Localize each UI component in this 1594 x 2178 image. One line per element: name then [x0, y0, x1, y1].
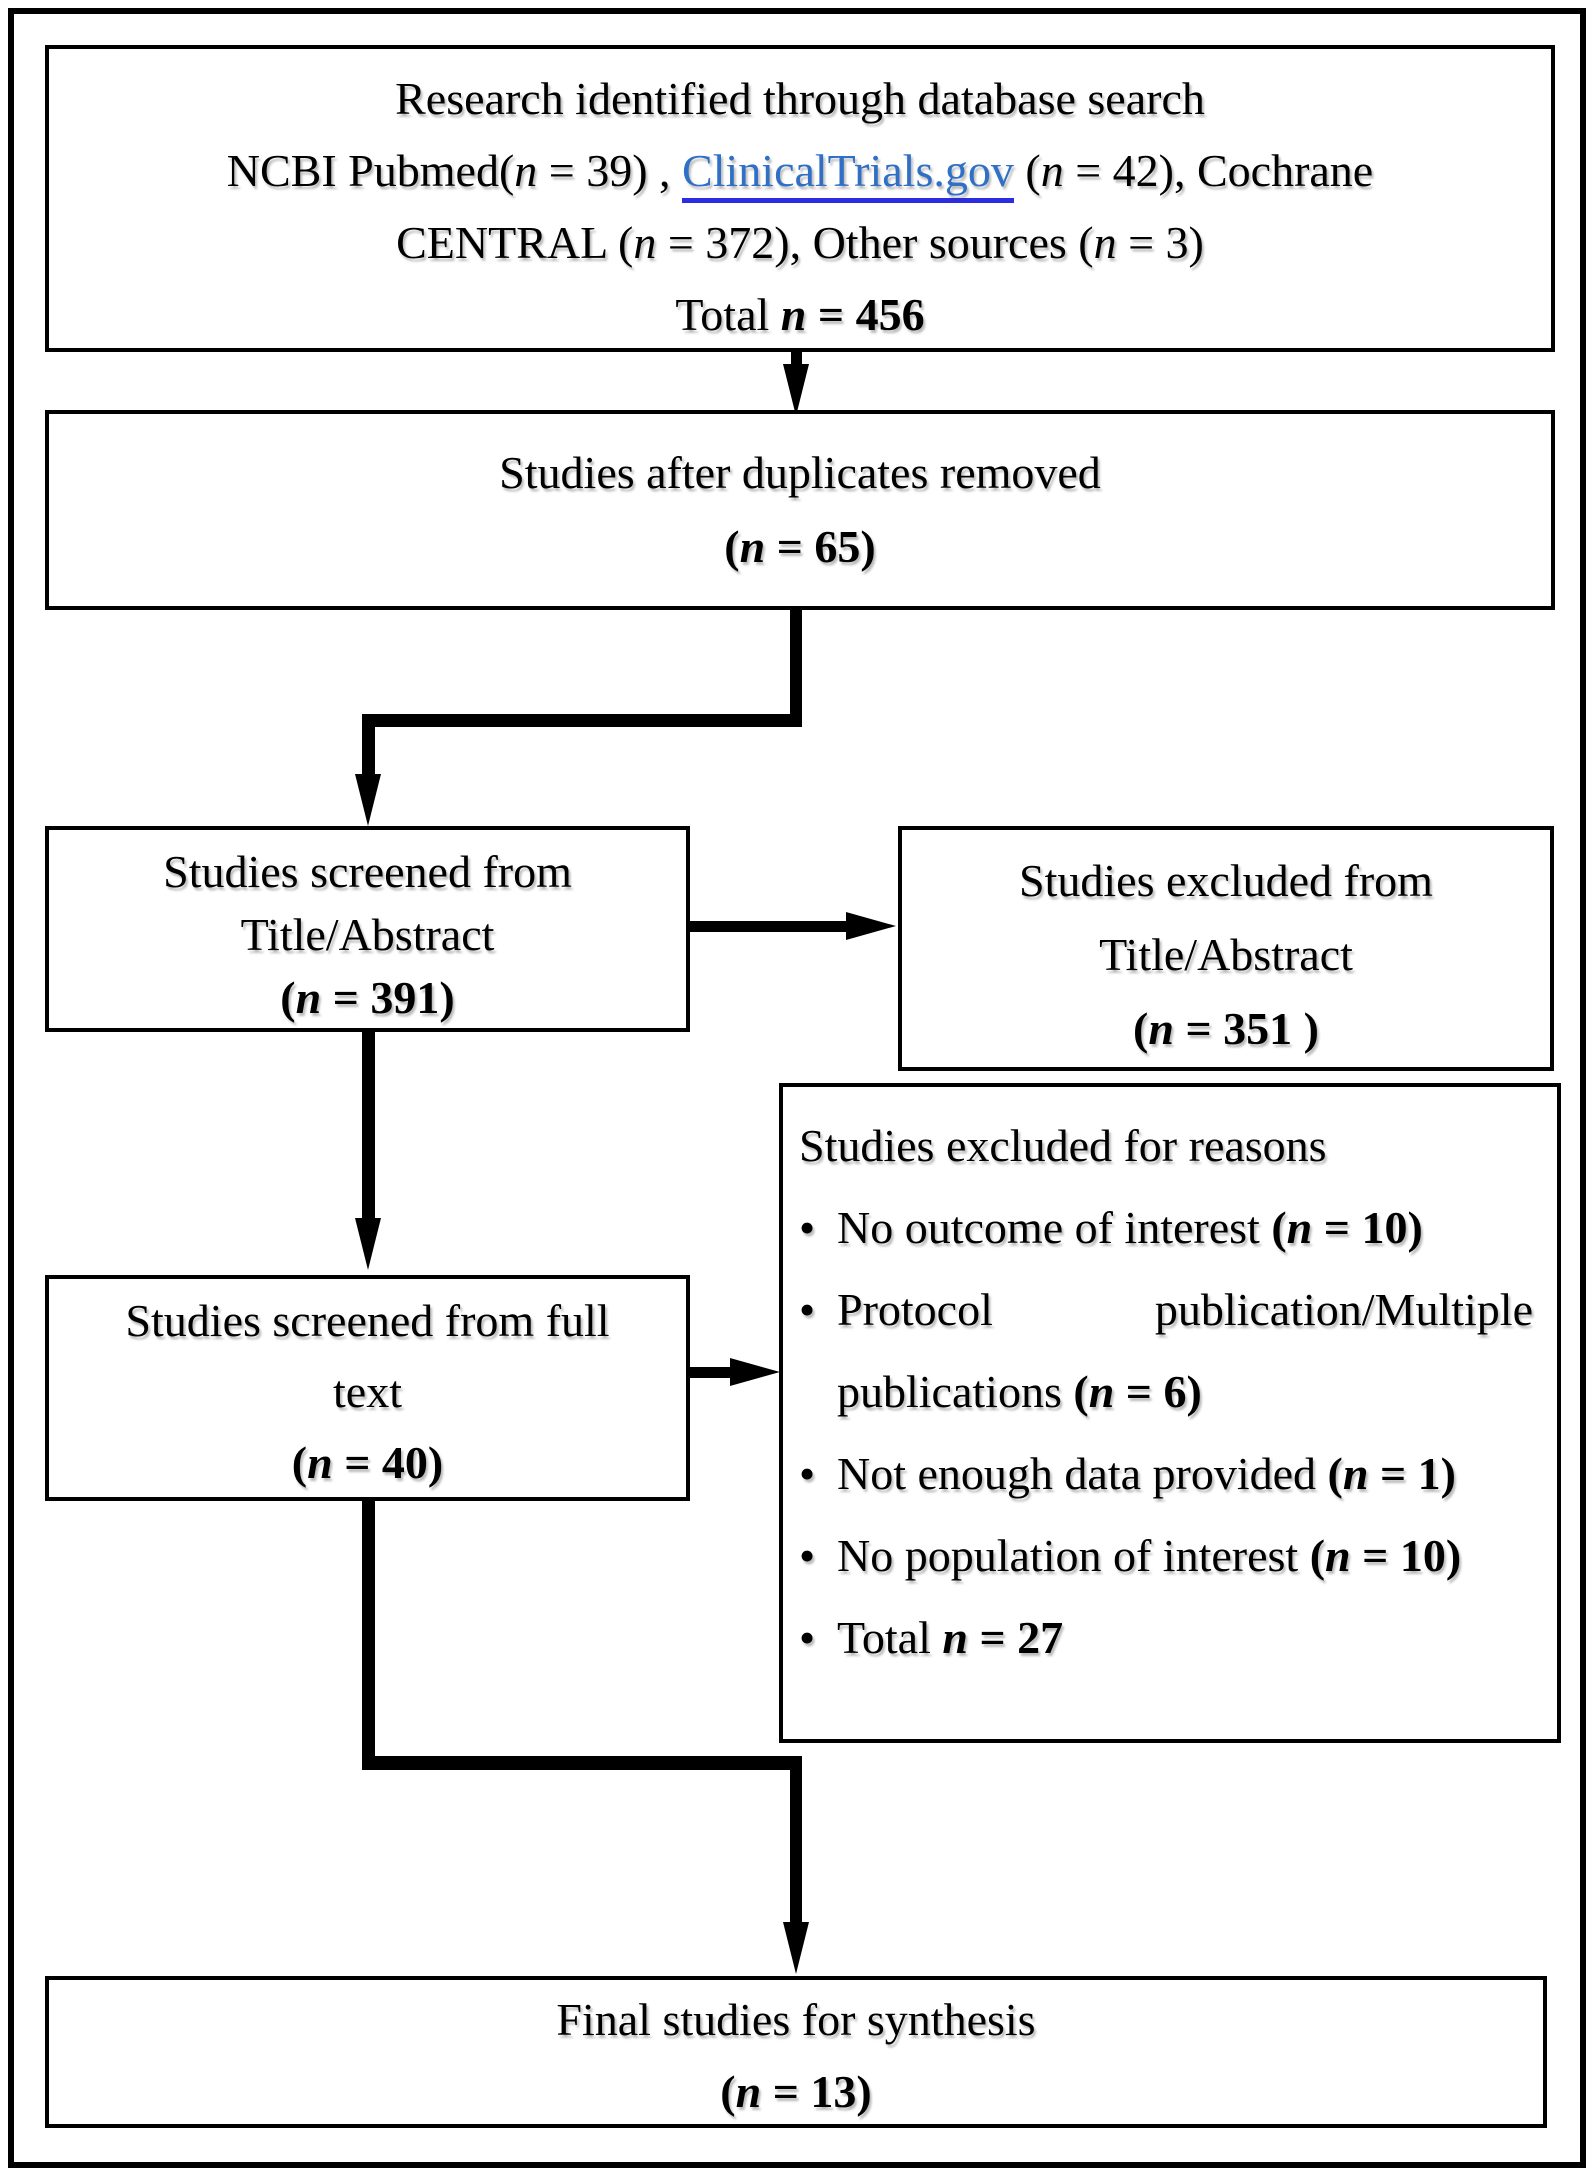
excluded-title-line-1: Studies excluded from: [1019, 855, 1433, 906]
reasons-title: Studies excluded for reasons: [799, 1120, 1327, 1171]
reason-total: •Total n = 27: [799, 1597, 1541, 1679]
elbow2-horizontal: [362, 1756, 802, 1770]
excluded-reasons-box: Studies excluded for reasons •No outcome…: [779, 1083, 1561, 1743]
elbow1-horizontal: [362, 714, 802, 727]
excluded-title-box: Studies excluded from Title/Abstract (n …: [898, 826, 1554, 1071]
identification-line-2: NCBI Pubmed(n = 39) , ClinicalTrials.gov…: [49, 135, 1551, 207]
bullet-icon: •: [799, 1612, 816, 1663]
duplicates-line-1: Studies after duplicates removed: [499, 447, 1101, 498]
final-line-1: Final studies for synthesis: [556, 1994, 1036, 2045]
clinicaltrials-link[interactable]: ClinicalTrials.gov: [682, 145, 1014, 203]
identification-line-3: CENTRAL (n = 372), Other sources (n = 3): [396, 217, 1204, 268]
duplicates-box: Studies after duplicates removed (n = 65…: [45, 410, 1555, 610]
bullet-icon: •: [799, 1448, 816, 1499]
elbow1-arrow-head: [355, 774, 381, 826]
screened-fulltext-line-2: text: [333, 1366, 402, 1417]
identification-box: Research identified through database sea…: [45, 45, 1555, 352]
excluded-title-count-line: (n = 351 ): [1133, 1003, 1319, 1054]
reason-no-outcome: •No outcome of interest (n = 10): [799, 1187, 1541, 1269]
outer-frame: [8, 8, 1586, 2168]
screened-title-box: Studies screened from Title/Abstract (n …: [45, 826, 690, 1032]
arrow-fulltext-to-reasons-head: [730, 1358, 780, 1386]
screened-title-line-2: Title/Abstract: [240, 909, 495, 960]
screened-fulltext-count-line: (n = 40): [291, 1437, 444, 1488]
final-box: Final studies for synthesis (n = 13): [45, 1976, 1547, 2128]
final-count-line: (n = 13): [720, 2066, 872, 2117]
screened-fulltext-line-1: Studies screened from full: [125, 1295, 610, 1346]
excluded-title-line-2: Title/Abstract: [1099, 929, 1353, 980]
arrow-title-to-fulltext-head: [355, 1218, 381, 1270]
screened-fulltext-box: Studies screened from full text (n = 40): [45, 1275, 690, 1501]
arrow-fulltext-to-reasons-shaft: [690, 1367, 740, 1378]
reason-no-population: •No population of interest (n = 10): [799, 1515, 1541, 1597]
reason-not-enough-data: •Not enough data provided (n = 1): [799, 1433, 1541, 1515]
screened-title-count-line: (n = 391): [280, 972, 455, 1023]
bullet-icon: •: [799, 1530, 816, 1581]
duplicates-count-line: (n = 65): [724, 521, 876, 572]
screened-title-line-1: Studies screened from: [163, 846, 572, 897]
bullet-icon: •: [799, 1284, 816, 1335]
identification-line-1: Research identified through database sea…: [395, 73, 1205, 124]
elbow1-vertical-left: [362, 714, 375, 778]
arrow-screened-to-excluded-shaft: [690, 921, 848, 932]
arrow-identification-to-duplicates-head: [783, 364, 809, 416]
bullet-icon: •: [799, 1202, 816, 1253]
elbow1-vertical-right: [790, 610, 802, 727]
elbow2-arrow-head: [783, 1922, 809, 1974]
reason-protocol-line-2: publications (n = 6): [837, 1366, 1202, 1417]
elbow2-vertical-left: [362, 1501, 375, 1770]
arrow-screened-to-excluded-head: [846, 912, 896, 940]
identification-total-line: Total n = 456: [675, 289, 925, 340]
elbow2-vertical-right: [790, 1756, 802, 1926]
arrow-title-to-fulltext-shaft: [362, 1032, 375, 1222]
